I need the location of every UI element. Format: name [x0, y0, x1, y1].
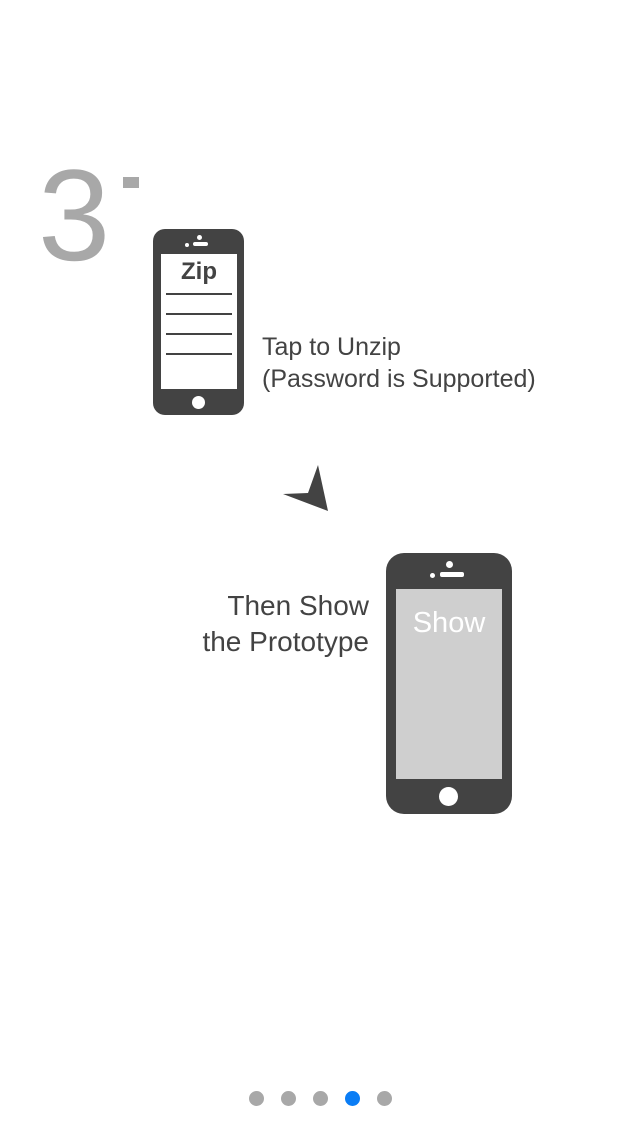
- caption-show-line1: Then Show: [227, 590, 369, 621]
- caption-unzip: Tap to Unzip (Password is Supported): [262, 331, 536, 395]
- page-dot-3[interactable]: [313, 1091, 328, 1106]
- file-line: [166, 333, 232, 335]
- home-button-icon: [439, 787, 458, 806]
- step-number-text: 3: [38, 142, 111, 288]
- zip-label: Zip: [181, 258, 217, 285]
- home-button-icon: [192, 396, 205, 409]
- caption-unzip-line1: Tap to Unzip: [262, 333, 401, 361]
- show-label: Show: [412, 607, 486, 639]
- caption-show-line2: the Prototype: [202, 626, 369, 657]
- page-dot-2[interactable]: [281, 1091, 296, 1106]
- caption-unzip-line2: (Password is Supported): [262, 365, 536, 393]
- zip-phone-illustration: Zip: [153, 229, 244, 415]
- file-line: [166, 293, 232, 295]
- step-number-dot: [123, 177, 139, 188]
- phone-sensor-icon: [446, 561, 453, 568]
- zip-file-lines: [166, 293, 232, 373]
- page-indicator[interactable]: [0, 1091, 640, 1107]
- phone-camera-icon: [430, 573, 435, 578]
- arrow-pointer-icon: [283, 465, 328, 511]
- phone-speaker-icon: [440, 572, 464, 577]
- file-line: [166, 353, 232, 355]
- phone-camera-icon: [185, 243, 189, 247]
- phone-speaker-icon: [193, 242, 208, 246]
- zip-phone-screen: Zip: [161, 254, 237, 389]
- show-phone-illustration: Show: [386, 553, 512, 814]
- file-line: [166, 313, 232, 315]
- page-dot-4[interactable]: [345, 1091, 360, 1106]
- page-dot-5[interactable]: [377, 1091, 392, 1106]
- show-phone-screen: Show: [396, 589, 502, 779]
- caption-show: Then Show the Prototype: [202, 588, 369, 660]
- phone-sensor-icon: [197, 235, 202, 240]
- page-dot-1[interactable]: [249, 1091, 264, 1106]
